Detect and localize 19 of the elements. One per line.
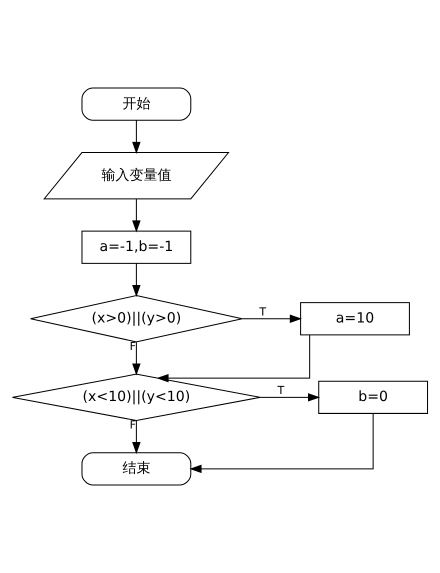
node-diamond: (x>0)||(y>0) [30,295,243,342]
arrow [156,334,310,382]
arrow [132,199,141,232]
arrow [132,120,141,154]
node-box: a=-1,b=-1 [81,230,192,264]
arrow [260,393,320,402]
arrow [132,263,141,298]
node-box: a=10 [300,302,410,336]
arrow [132,420,141,454]
edge-label: F [130,340,136,353]
node-box: 结束 [81,452,192,486]
arrow [189,414,374,474]
node-box: b=0 [318,380,428,414]
edge-label: T [278,384,284,398]
node-box: 开始 [81,88,192,121]
edge-label: T [259,306,266,319]
arrow [132,342,141,376]
arrow [242,314,302,323]
edge-label: F [130,418,136,432]
